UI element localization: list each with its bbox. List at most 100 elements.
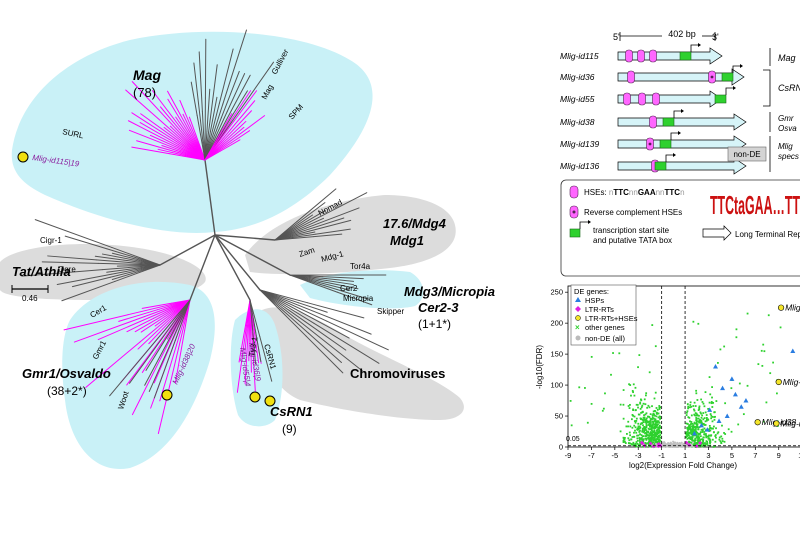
tree-branch <box>309 192 368 223</box>
hse-mark <box>637 49 645 63</box>
ltr-arrow <box>617 157 747 175</box>
point-other-gene <box>701 445 704 448</box>
rc-hse-mark <box>710 75 714 79</box>
point-other-gene <box>714 434 717 436</box>
point-other-gene <box>636 403 639 406</box>
point-other-gene <box>695 419 698 421</box>
point-other-gene <box>659 436 662 439</box>
point-other-gene <box>628 431 631 434</box>
point-other-gene <box>694 442 697 445</box>
point-other-gene <box>652 410 655 413</box>
point-other-gene <box>696 439 699 442</box>
tree-branch <box>111 273 133 281</box>
point-other-gene <box>697 437 699 440</box>
tss-legend-line1: transcription start site <box>593 226 670 235</box>
point-other-gene <box>658 424 661 427</box>
point-other-gene <box>649 437 652 439</box>
tree-branch <box>127 120 178 147</box>
point-other-gene <box>763 350 766 353</box>
tree-branch <box>94 255 125 261</box>
point-other-gene <box>632 441 635 444</box>
clade-label-mag: Mag <box>133 67 161 83</box>
point-other-gene <box>641 418 644 421</box>
tree-branch <box>313 233 343 238</box>
point-other-gene <box>631 390 634 392</box>
point-other-gene <box>710 434 713 437</box>
tree-branch <box>312 310 372 335</box>
clade-count-csrn1: (9) <box>282 422 297 436</box>
point-other-gene <box>631 426 634 429</box>
point-other-gene <box>639 407 642 410</box>
annotation-mlig-id36: Mlig-id36 <box>783 377 800 387</box>
tree-branch <box>204 102 220 161</box>
point-other-gene <box>657 427 660 429</box>
tree-branch <box>249 299 261 338</box>
point-other-gene <box>651 438 654 440</box>
point-other-gene <box>704 420 707 423</box>
tree-branch <box>64 235 108 250</box>
hse-mark <box>625 49 633 63</box>
x-tick-label: 9 <box>777 451 781 460</box>
tree-branch <box>145 337 167 371</box>
tree-branch <box>300 217 345 233</box>
point-other-gene <box>638 354 641 356</box>
point-other-gene <box>721 424 723 427</box>
point-other-gene <box>645 392 648 395</box>
point-other-gene <box>634 426 637 429</box>
point-other-gene <box>651 324 654 326</box>
point-other-gene <box>746 384 749 387</box>
point-other-gene <box>700 421 703 424</box>
point-other-gene <box>710 401 713 403</box>
point-other-gene <box>647 442 649 444</box>
point-other-gene <box>685 414 688 416</box>
point-other-gene <box>645 432 648 435</box>
point-other-gene <box>712 401 715 404</box>
point-other-gene <box>685 422 688 425</box>
point-non-de <box>680 441 683 444</box>
point-other-gene <box>627 442 630 445</box>
point-other-gene <box>645 422 648 425</box>
tree-branch <box>140 113 176 139</box>
tree-branch <box>221 90 248 133</box>
point-other-gene <box>658 408 661 410</box>
hse-sequence-logo: TTCtaGAA…TT <box>710 190 800 220</box>
point-other-gene <box>656 412 659 415</box>
tree-branch <box>244 326 248 355</box>
point-other-gene <box>657 412 660 415</box>
point-other-gene <box>697 417 700 420</box>
point-other-gene <box>652 426 655 429</box>
point-other-gene <box>707 408 710 410</box>
tree-branch <box>251 331 256 392</box>
point-other-gene <box>633 415 636 418</box>
tree-branch <box>274 236 315 241</box>
point-other-gene <box>716 432 719 435</box>
point-other-gene <box>641 430 644 433</box>
five-prime-label: 5' <box>613 32 620 42</box>
point-other-gene <box>700 416 703 419</box>
point-non-de <box>678 442 681 445</box>
point-other-gene <box>716 362 719 364</box>
point-hsp <box>738 404 744 409</box>
point-other-gene <box>650 425 653 427</box>
tree-branch <box>221 126 245 146</box>
hse-mark <box>623 92 631 106</box>
point-other-gene <box>694 412 697 414</box>
point-other-gene <box>685 431 688 434</box>
point-other-gene <box>601 409 604 412</box>
clade-label-csrn1: CsRN1 <box>270 404 313 419</box>
hse-legend-label: HSEs: nTTCnnGAAnnTTCn <box>584 188 685 197</box>
point-hsp <box>732 391 738 397</box>
point-other-gene <box>707 437 710 440</box>
point-other-gene <box>693 401 696 404</box>
tree-branch <box>209 96 218 133</box>
tree-branch <box>131 81 177 130</box>
x-tick-label: 7 <box>753 451 757 460</box>
tree-branch <box>127 299 191 316</box>
point-other-gene <box>701 438 704 441</box>
tree-branch <box>243 299 251 337</box>
tree-branch <box>41 261 99 264</box>
tree-branch <box>222 120 247 144</box>
legend-label-hsps: HSPs <box>585 296 604 305</box>
point-other-gene <box>699 419 701 421</box>
tss-arrow <box>665 154 675 162</box>
